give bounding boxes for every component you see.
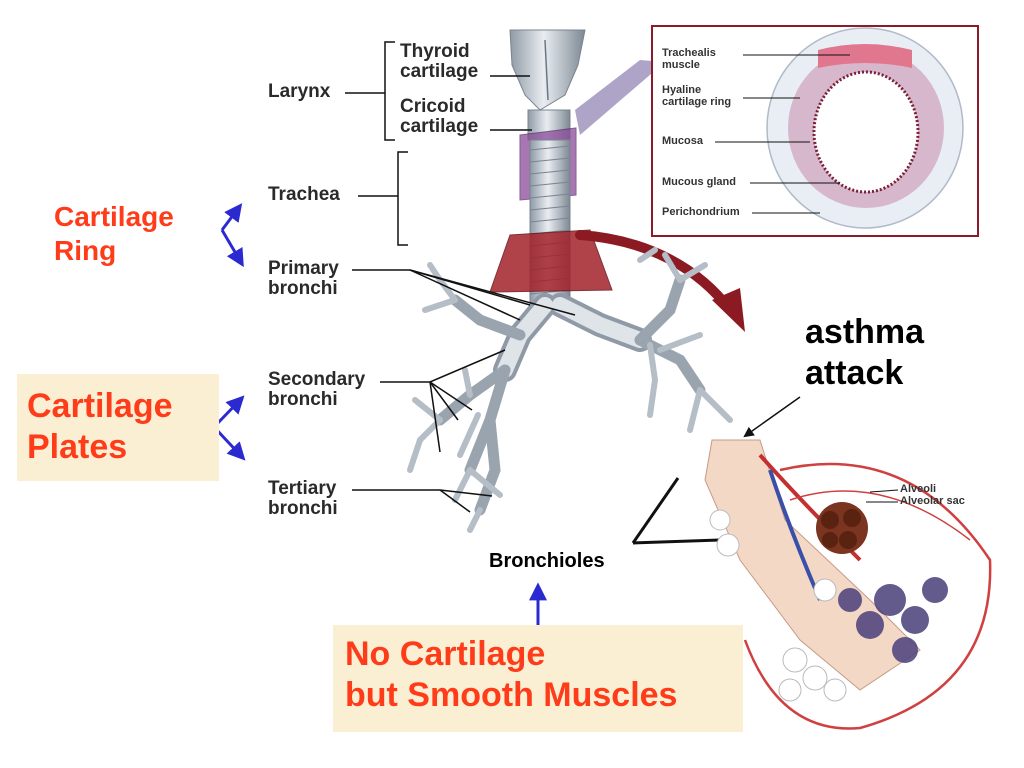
annotation-cartilage-plates: Cartilage Plates: [27, 387, 173, 467]
label-secondary-bronchi: Secondary bronchi: [268, 369, 366, 410]
larynx-illustration: [509, 29, 586, 141]
cartilage-plates-box: [17, 374, 219, 481]
trachea-bracket: [397, 151, 408, 246]
no-cartilage-box: [333, 625, 743, 732]
label-cricoid-cartilage: Cricoid cartilage: [400, 96, 479, 137]
label-thyroid-cartilage: Thyroid cartilage: [400, 41, 479, 82]
label-trachea: Trachea: [268, 184, 340, 205]
label-bronchioles: Bronchioles: [489, 550, 605, 572]
curved-arrow-head-icon: [712, 288, 745, 332]
annotation-cartilage-ring: Cartilage Ring: [54, 201, 174, 267]
label-mucous-gland: Mucous gland: [662, 176, 736, 188]
label-hyaline-cartilage-ring: Hyaline cartilage ring: [662, 84, 732, 108]
label-larynx: Larynx: [268, 81, 331, 102]
trachea-cut-plane: [489, 229, 613, 293]
label-alveolar-sac: Alveolar sac: [900, 495, 965, 507]
label-mucosa: Mucosa: [662, 135, 703, 147]
label-alveoli: Alveoli: [900, 483, 937, 495]
alveoli-illustration: [704, 439, 992, 730]
larynx-bracket: [384, 41, 395, 141]
annotation-no-cartilage: No Cartilage but Smooth Muscles: [345, 635, 678, 715]
label-primary-bronchi: Primary bronchi: [268, 258, 339, 299]
asthma-arrow: [743, 396, 801, 438]
label-trachealis-muscle: Trachealis muscle: [662, 47, 716, 71]
bronchial-tree: [407, 247, 733, 533]
label-perichondrium: Perichondrium: [662, 206, 740, 218]
leader-lines: [345, 41, 721, 545]
cross-section-panel: [651, 25, 979, 237]
cartilage-ring-arrows: [220, 203, 244, 268]
annotation-asthma-attack: asthma attack: [805, 313, 925, 392]
label-tertiary-bronchi: Tertiary bronchi: [268, 478, 338, 519]
